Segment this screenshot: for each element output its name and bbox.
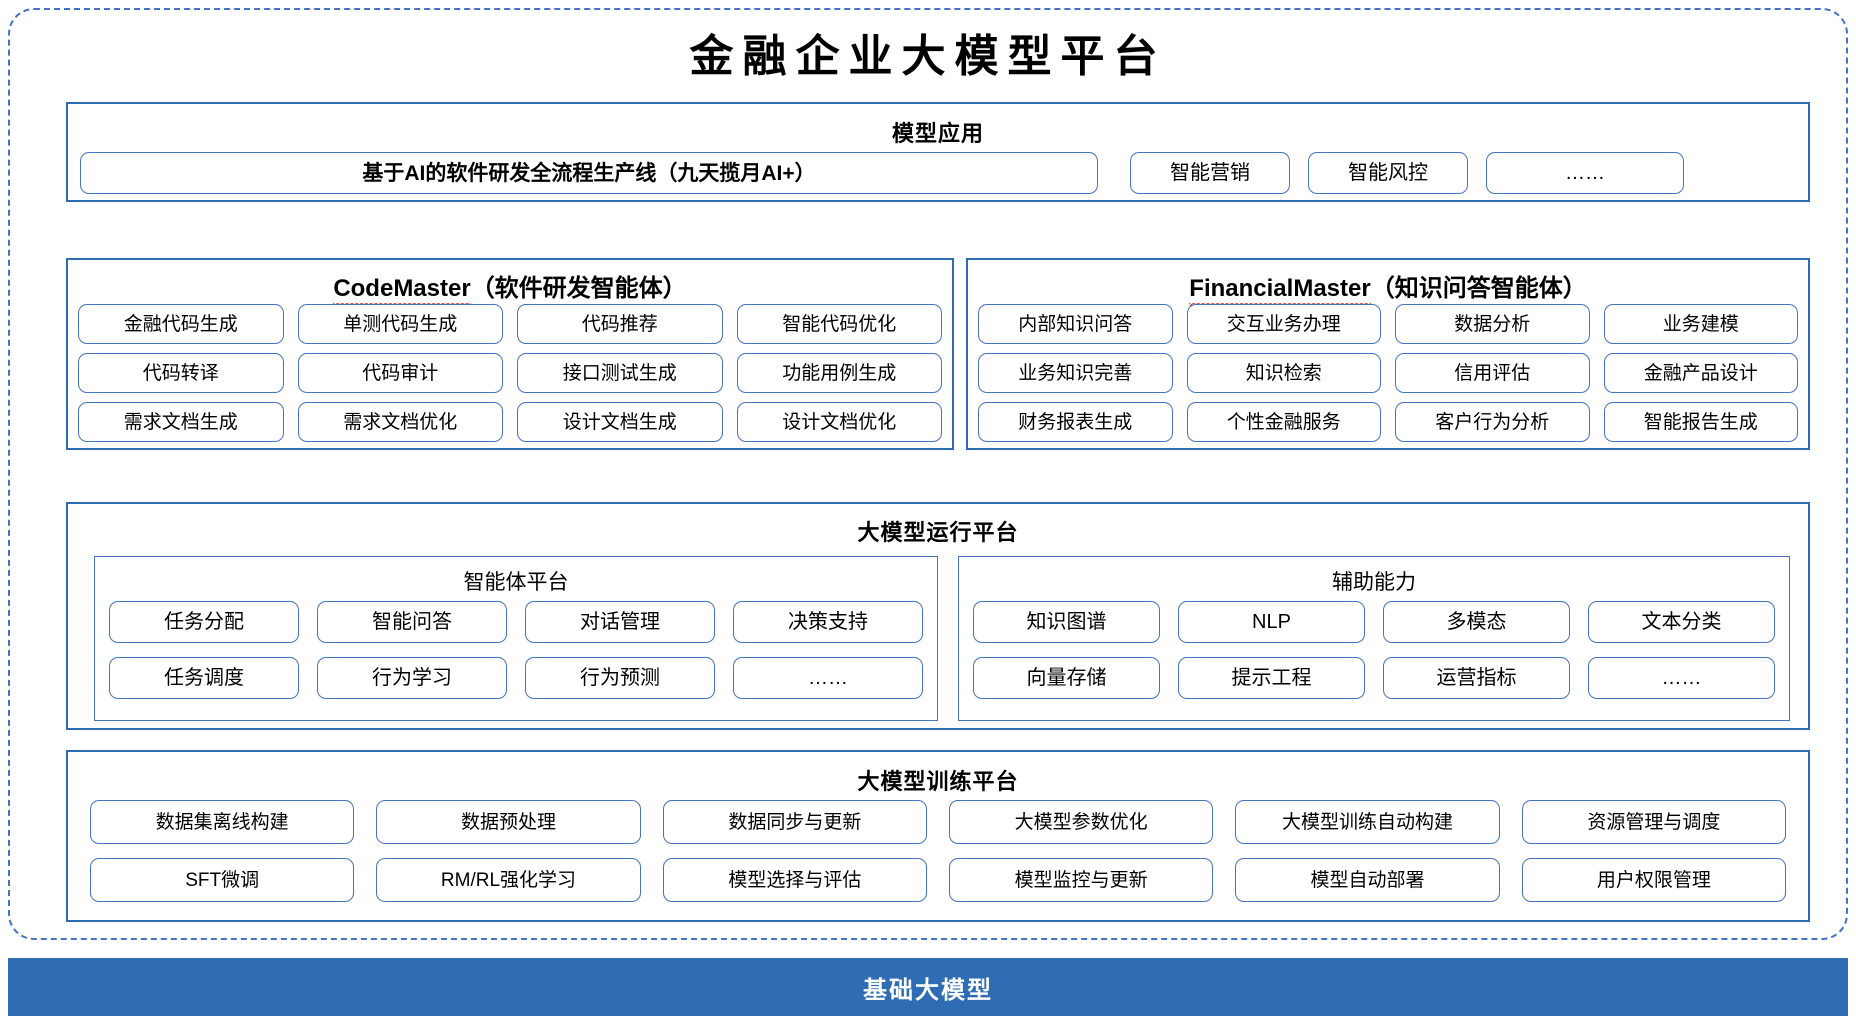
codemaster-item[interactable]: 代码审计: [297, 353, 503, 393]
codemaster-item[interactable]: 金融代码生成: [78, 304, 284, 344]
agent-platform-item[interactable]: 决策支持: [733, 601, 923, 643]
codemaster-item[interactable]: 功能用例生成: [736, 353, 942, 393]
financialmaster-item[interactable]: 数据分析: [1395, 304, 1590, 344]
section-model-applications: 模型应用 基于AI的软件研发全流程生产线（九天揽月AI+） 智能营销 智能风控 …: [66, 102, 1810, 202]
training-platform-item[interactable]: RM/RL强化学习: [376, 858, 641, 902]
codemaster-title: CodeMaster（软件研发智能体）: [68, 268, 952, 307]
auxiliary-capability-item[interactable]: NLP: [1178, 601, 1365, 643]
auxiliary-capability-item-more[interactable]: ……: [1588, 657, 1775, 699]
codemaster-item[interactable]: 需求文档生成: [78, 402, 284, 442]
financialmaster-item[interactable]: 信用评估: [1395, 353, 1590, 393]
training-platform-item[interactable]: 模型选择与评估: [662, 858, 927, 902]
financialmaster-item[interactable]: 知识检索: [1186, 353, 1381, 393]
agent-platform-item[interactable]: 智能问答: [317, 601, 507, 643]
agent-platform-item[interactable]: 任务分配: [109, 601, 299, 643]
codemaster-item[interactable]: 代码推荐: [517, 304, 723, 344]
codemaster-item[interactable]: 设计文档生成: [517, 402, 723, 442]
app-item-ai-dev-pipeline[interactable]: 基于AI的软件研发全流程生产线（九天揽月AI+）: [80, 152, 1098, 194]
agent-platform-item[interactable]: 任务调度: [109, 657, 299, 699]
training-platform-item[interactable]: 大模型参数优化: [949, 800, 1214, 844]
training-platform-item[interactable]: 数据同步与更新: [662, 800, 927, 844]
auxiliary-capability-item[interactable]: 多模态: [1383, 601, 1570, 643]
financialmaster-item[interactable]: 个性金融服务: [1186, 402, 1381, 442]
app-item-smart-marketing[interactable]: 智能营销: [1130, 152, 1290, 194]
training-platform-item[interactable]: 用户权限管理: [1521, 858, 1786, 902]
financialmaster-item[interactable]: 智能报告生成: [1603, 402, 1798, 442]
section-title-runtime-platform: 大模型运行平台: [857, 520, 1019, 545]
financialmaster-name: FinancialMaster: [1189, 275, 1371, 307]
financialmaster-item[interactable]: 客户行为分析: [1395, 402, 1590, 442]
auxiliary-capability-item[interactable]: 向量存储: [973, 657, 1160, 699]
codemaster-item[interactable]: 单测代码生成: [297, 304, 503, 344]
financialmaster-capability-grid: 内部知识问答 交互业务办理 数据分析 业务建模 业务知识完善 知识检索 信用评估…: [978, 304, 1798, 442]
auxiliary-capability-item[interactable]: 运营指标: [1383, 657, 1570, 699]
training-platform-grid: 数据集离线构建 数据预处理 数据同步与更新 大模型参数优化 大模型训练自动构建 …: [90, 800, 1786, 902]
financialmaster-item[interactable]: 内部知识问答: [978, 304, 1173, 344]
financialmaster-subtitle: （知识问答智能体）: [1370, 275, 1587, 302]
agent-platform-item[interactable]: 行为学习: [317, 657, 507, 699]
training-platform-item[interactable]: 数据预处理: [376, 800, 641, 844]
section-training-platform: 大模型训练平台 数据集离线构建 数据预处理 数据同步与更新 大模型参数优化 大模…: [66, 750, 1810, 922]
financialmaster-item[interactable]: 业务建模: [1603, 304, 1798, 344]
codemaster-capability-grid: 金融代码生成 单测代码生成 代码推荐 智能代码优化 代码转译 代码审计 接口测试…: [78, 304, 942, 442]
auxiliary-capability-item[interactable]: 文本分类: [1588, 601, 1775, 643]
codemaster-item[interactable]: 需求文档优化: [297, 402, 503, 442]
subpanel-agent-platform: 智能体平台 任务分配 智能问答 对话管理 决策支持 任务调度 行为学习 行为预测…: [94, 556, 938, 721]
codemaster-item[interactable]: 设计文档优化: [736, 402, 942, 442]
financialmaster-title: FinancialMaster（知识问答智能体）: [968, 268, 1808, 307]
section-title-model-applications: 模型应用: [891, 121, 984, 146]
agent-platform-grid: 任务分配 智能问答 对话管理 决策支持 任务调度 行为学习 行为预测 ……: [109, 601, 923, 699]
financialmaster-item[interactable]: 交互业务办理: [1186, 304, 1381, 344]
model-applications-row: 基于AI的软件研发全流程生产线（九天揽月AI+） 智能营销 智能风控 ……: [80, 152, 1800, 194]
diagram-outer-frame: 金融企业大模型平台 模型应用 基于AI的软件研发全流程生产线（九天揽月AI+） …: [8, 8, 1848, 940]
section-title-training-platform: 大模型训练平台: [857, 769, 1019, 794]
app-item-smart-risk-control[interactable]: 智能风控: [1308, 152, 1468, 194]
auxiliary-capability-grid: 知识图谱 NLP 多模态 文本分类 向量存储 提示工程 运营指标 ……: [973, 601, 1775, 699]
training-platform-item[interactable]: SFT微调: [90, 858, 355, 902]
app-item-more[interactable]: ……: [1486, 152, 1684, 194]
section-financialmaster-agent: FinancialMaster（知识问答智能体） 内部知识问答 交互业务办理 数…: [966, 258, 1810, 450]
financialmaster-item[interactable]: 财务报表生成: [978, 402, 1173, 442]
section-codemaster-agent: CodeMaster（软件研发智能体） 金融代码生成 单测代码生成 代码推荐 智…: [66, 258, 954, 450]
subpanel-auxiliary-capability: 辅助能力 知识图谱 NLP 多模态 文本分类 向量存储 提示工程 运营指标 ……: [958, 556, 1790, 721]
financialmaster-item[interactable]: 金融产品设计: [1603, 353, 1798, 393]
subpanel-title-agent-platform: 智能体平台: [463, 571, 569, 594]
subpanel-title-auxiliary-capability: 辅助能力: [1332, 571, 1416, 594]
agent-platform-item[interactable]: 行为预测: [525, 657, 715, 699]
auxiliary-capability-item[interactable]: 知识图谱: [973, 601, 1160, 643]
codemaster-name: CodeMaster: [333, 275, 471, 307]
training-platform-item[interactable]: 模型自动部署: [1235, 858, 1500, 902]
page-title: 金融企业大模型平台: [689, 31, 1167, 82]
agent-platform-item-more[interactable]: ……: [733, 657, 923, 699]
foundation-model-bar: 基础大模型: [8, 958, 1848, 1016]
training-platform-item[interactable]: 大模型训练自动构建: [1235, 800, 1500, 844]
codemaster-item[interactable]: 代码转译: [78, 353, 284, 393]
agent-platform-item[interactable]: 对话管理: [525, 601, 715, 643]
foundation-model-label: 基础大模型: [863, 976, 993, 1004]
training-platform-item[interactable]: 资源管理与调度: [1521, 800, 1786, 844]
section-runtime-platform: 大模型运行平台 智能体平台 任务分配 智能问答 对话管理 决策支持 任务调度 行…: [66, 502, 1810, 730]
financialmaster-item[interactable]: 业务知识完善: [978, 353, 1173, 393]
auxiliary-capability-item[interactable]: 提示工程: [1178, 657, 1365, 699]
training-platform-item[interactable]: 数据集离线构建: [90, 800, 355, 844]
codemaster-item[interactable]: 智能代码优化: [736, 304, 942, 344]
codemaster-subtitle: （软件研发智能体）: [470, 275, 687, 302]
codemaster-item[interactable]: 接口测试生成: [517, 353, 723, 393]
training-platform-item[interactable]: 模型监控与更新: [949, 858, 1214, 902]
